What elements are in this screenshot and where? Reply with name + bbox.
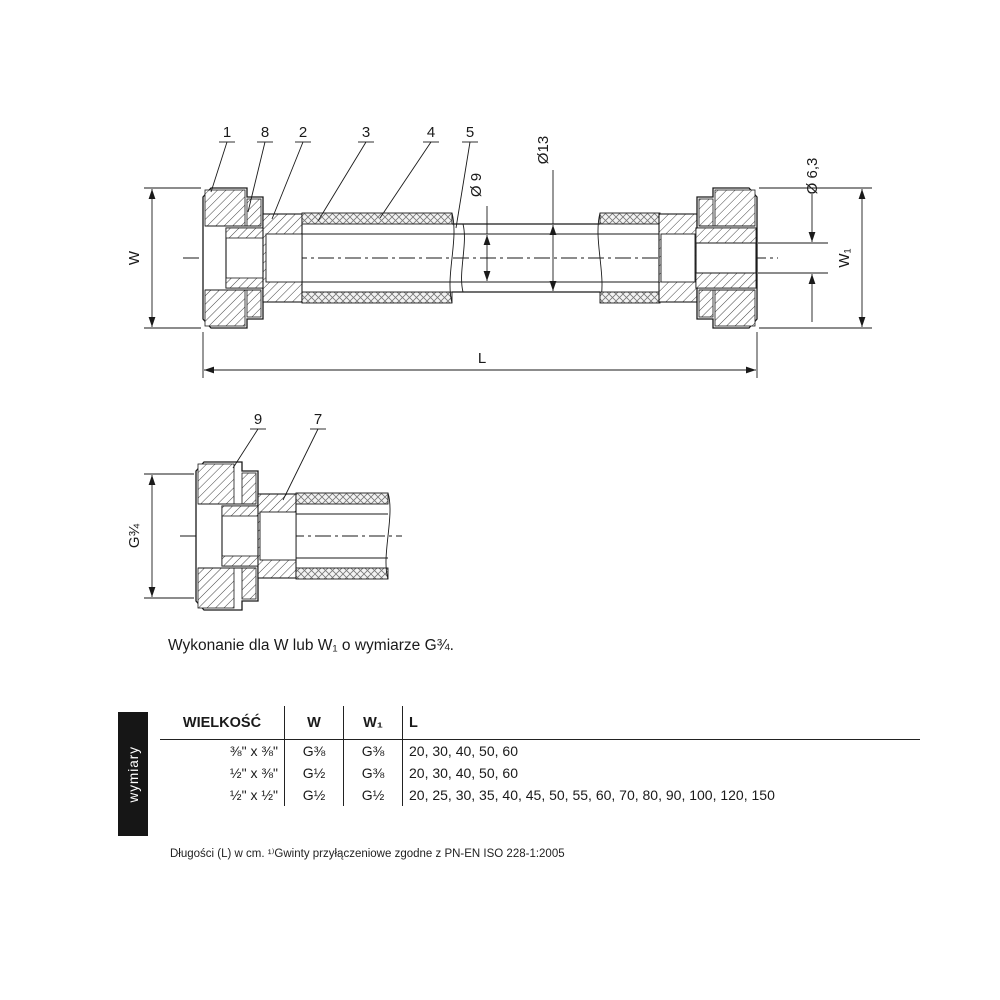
cell-size: ½" x ½" (229, 787, 278, 803)
detail-drawing: G¾ 9 7 (126, 411, 402, 611)
right-crimp-sleeve (658, 213, 698, 303)
braid-right (597, 212, 661, 304)
note-text: Wykonanie dla W lub W₁ o wymiarze G¾. (168, 637, 454, 654)
dim-label-d9: Ø 9 (468, 173, 485, 197)
dim-d9: Ø 9 (468, 173, 491, 281)
callout-8: 8 (261, 124, 269, 141)
dimensions-table: WIELKOŚĆ W W₁ L ⅜" x ⅜" G⅜ G⅜ 20, 30, 40… (160, 706, 920, 806)
right-nipple (695, 227, 757, 289)
dim-w1: W₁ (759, 187, 872, 329)
dim-label-d63: Ø 6,3 (804, 158, 821, 195)
cell-lengths: 20, 25, 30, 35, 40, 45, 50, 55, 60, 70, … (402, 784, 920, 806)
dim-g34: G¾ (126, 473, 194, 599)
table-row: ½" x ⅜" G½ G⅜ 20, 30, 40, 50, 60 (160, 762, 920, 784)
table-header-row: WIELKOŚĆ W W₁ L (160, 706, 920, 740)
cell-size: ⅜" x ⅜" (229, 743, 278, 759)
cell-w: G⅜ (284, 739, 344, 762)
header-l: L (402, 706, 920, 740)
header-w1: W₁ (343, 706, 403, 740)
detail-crimp-sleeve (257, 493, 297, 579)
left-crimp-sleeve (262, 213, 303, 303)
callout-3: 3 (362, 124, 370, 141)
cell-lengths: 20, 30, 40, 50, 60 (402, 762, 920, 784)
table-side-label: wymiary (125, 745, 141, 803)
cell-lengths: 20, 30, 40, 50, 60 (402, 739, 920, 762)
break-line-inner (461, 223, 465, 293)
cell-w1: G½ (343, 784, 403, 806)
callout-7: 7 (314, 411, 322, 428)
callouts-main: 1 8 2 3 4 5 (210, 124, 478, 229)
dim-label-d13: Ø13 (535, 136, 552, 164)
cell-w: G½ (284, 762, 344, 784)
cell-size: ½" x ⅜" (229, 765, 278, 781)
bare-tube (452, 223, 600, 293)
header-wielkosc: WIELKOŚĆ (160, 706, 285, 740)
hose-assembly-drawing: W W₁ L Ø 9 (126, 124, 872, 378)
callout-2: 2 (299, 124, 307, 141)
dim-label-w1: W₁ (836, 248, 853, 267)
callout-1: 1 (223, 124, 231, 141)
dim-label-g34: G¾ (126, 523, 143, 548)
dim-w: W (126, 187, 201, 329)
break-line-left (449, 212, 455, 304)
detail-braid (295, 492, 391, 580)
dim-label-l: L (478, 350, 486, 367)
callout-4: 4 (427, 124, 435, 141)
callout-9: 9 (254, 411, 262, 428)
table-row: ½" x ½" G½ G½ 20, 25, 30, 35, 40, 45, 50… (160, 784, 920, 806)
dim-d13: Ø13 (535, 136, 557, 291)
braid-left (301, 212, 453, 304)
dim-label-w: W (126, 250, 143, 265)
callout-5: 5 (466, 124, 474, 141)
footnote-text: Długości (L) w cm. ¹⁾Gwinty przyłączenio… (170, 848, 565, 860)
cell-w: G½ (284, 784, 344, 806)
dim-d63: Ø 6,3 (758, 158, 828, 322)
callouts-detail: 9 7 (232, 411, 326, 501)
detail-break-line (385, 492, 391, 580)
cell-w1: G⅜ (343, 762, 403, 784)
table-side-tab: wymiary (118, 712, 148, 836)
dim-l: L (202, 332, 758, 378)
technical-drawing: W W₁ L Ø 9 (126, 124, 872, 611)
cell-w1: G⅜ (343, 739, 403, 762)
header-w: W (284, 706, 344, 740)
table-row: ⅜" x ⅜" G⅜ G⅜ 20, 30, 40, 50, 60 (160, 739, 920, 762)
